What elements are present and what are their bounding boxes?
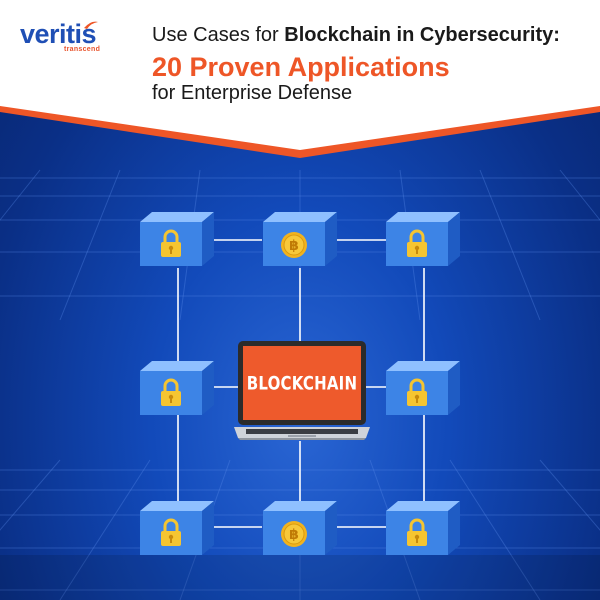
- cube-top-face: [386, 361, 460, 371]
- node-top-right: [386, 212, 460, 266]
- laptop-display: BLOCKCHAIN: [243, 346, 361, 420]
- laptop-screen: BLOCKCHAIN: [238, 341, 366, 425]
- cube-top-face: [140, 501, 214, 511]
- node-bottom-right: [386, 501, 460, 555]
- cube-side-face: [448, 212, 460, 266]
- padlock-icon: [407, 378, 427, 406]
- title-line-3: for Enterprise Defense: [152, 82, 353, 104]
- node-top-center: ฿: [263, 212, 337, 266]
- svg-text:฿: ฿: [289, 238, 299, 254]
- svg-text:฿: ฿: [289, 527, 299, 543]
- title-line-1-prefix: Use Cases for: [152, 24, 285, 46]
- bitcoin-icon: ฿: [281, 521, 307, 547]
- title-line-2: 20 Proven Applications: [152, 52, 450, 82]
- cube-side-face: [325, 212, 337, 266]
- cube-side-face: [448, 361, 460, 415]
- bitcoin-icon: ฿: [281, 232, 307, 258]
- node-middle-right: [386, 361, 460, 415]
- cube-side-face: [325, 501, 337, 555]
- cube-side-face: [202, 361, 214, 415]
- veritis-logo: veritis transcend: [20, 19, 100, 53]
- padlock-icon: [407, 518, 427, 546]
- cube-side-face: [202, 501, 214, 555]
- padlock-icon: [407, 229, 427, 257]
- node-bottom-left: [140, 501, 214, 555]
- cube-top-face: [263, 212, 337, 222]
- cube-side-face: [448, 501, 460, 555]
- cube-top-face: [386, 212, 460, 222]
- padlock-icon: [161, 229, 181, 257]
- title-line-1-bold: Blockchain in Cybersecurity:: [284, 24, 560, 46]
- cube-top-face: [263, 501, 337, 511]
- padlock-icon: [161, 378, 181, 406]
- node-middle-left: [140, 361, 214, 415]
- laptop-screen-label: BLOCKCHAIN: [246, 371, 358, 395]
- padlock-icon: [161, 518, 181, 546]
- header-band: [0, 0, 600, 158]
- cube-top-face: [386, 501, 460, 511]
- cube-top-face: [140, 361, 214, 371]
- node-bottom-center: ฿: [263, 501, 337, 555]
- connection-lines: [177, 239, 425, 528]
- laptop-keyboard-base: [234, 427, 370, 440]
- logo-wordmark: veritis: [20, 19, 97, 49]
- node-top-left: [140, 212, 214, 266]
- logo-swoosh-icon: [84, 21, 98, 29]
- title-line-1: Use Cases for Blockchain in Cybersecurit…: [152, 24, 560, 47]
- cube-top-face: [140, 212, 214, 222]
- logo-tagline: transcend: [64, 46, 101, 53]
- cube-side-face: [202, 212, 214, 266]
